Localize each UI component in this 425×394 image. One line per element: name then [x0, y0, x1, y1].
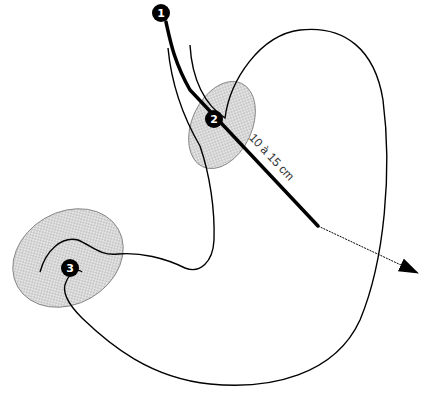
direction-arrow — [318, 226, 418, 273]
callout-number: 2 — [205, 110, 223, 128]
callout-number: 3 — [61, 259, 79, 277]
tube — [166, 22, 318, 226]
pylorus-zone — [0, 189, 141, 327]
lesser-curvature — [40, 48, 214, 272]
greater-curvature — [65, 29, 387, 385]
callout-number: 1 — [152, 4, 170, 22]
